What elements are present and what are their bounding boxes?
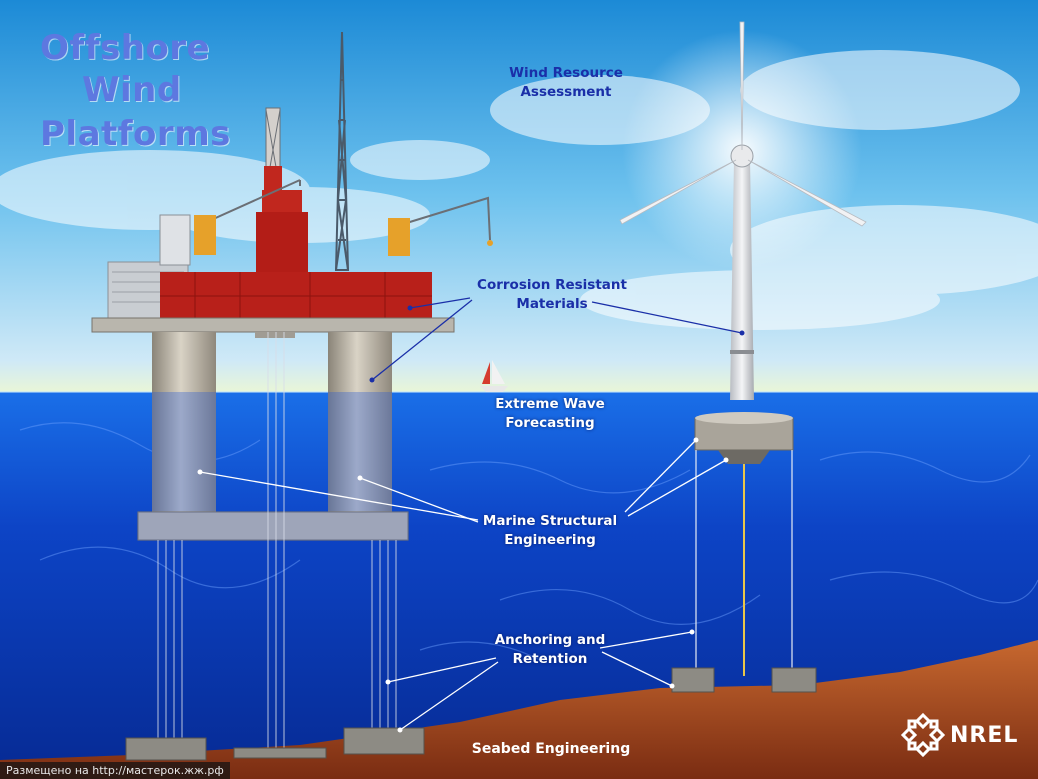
label-corrosion: Corrosion Resistant Materials xyxy=(462,276,642,314)
label-wind-resource-line2: Assessment xyxy=(520,84,612,100)
leader-lines xyxy=(371,297,743,381)
label-anchoring-line2: Retention xyxy=(512,651,588,667)
nrel-emblem-icon xyxy=(900,712,946,758)
label-extreme-wave-line1: Extreme Wave xyxy=(495,396,605,412)
sailboat xyxy=(480,360,508,392)
label-marine-structural: Marine Structural Engineering xyxy=(460,512,640,550)
nrel-logo: NREL xyxy=(900,712,1018,758)
fixed-platform xyxy=(91,31,493,761)
label-seabed-engineering: Seabed Engineering xyxy=(471,741,631,757)
label-corrosion-line2: Materials xyxy=(516,296,588,312)
label-anchoring: Anchoring and Retention xyxy=(460,631,640,669)
water-caustics xyxy=(19,422,1038,661)
label-extreme-wave: Extreme Wave Forecasting xyxy=(460,395,640,433)
seabed xyxy=(0,640,1038,779)
label-wind-resource: Wind Resource Assessment xyxy=(476,64,656,102)
nrel-logo-text: NREL xyxy=(950,722,1019,748)
label-extreme-wave-line2: Forecasting xyxy=(505,415,595,431)
title-line-2: Wind xyxy=(82,70,182,110)
label-corrosion-line1: Corrosion Resistant xyxy=(477,277,627,293)
label-marine-structural-line1: Marine Structural xyxy=(482,513,618,529)
label-anchoring-line1: Anchoring and xyxy=(494,632,606,648)
label-wind-resource-line1: Wind Resource xyxy=(509,65,623,81)
watermark: Размещено на http://мастерок.жж.рф xyxy=(0,762,230,779)
wind-turbine xyxy=(619,21,867,693)
title-line-3: Platforms xyxy=(40,114,231,154)
title-line-1: Offshore xyxy=(40,28,211,68)
label-marine-structural-line2: Engineering xyxy=(504,532,596,548)
